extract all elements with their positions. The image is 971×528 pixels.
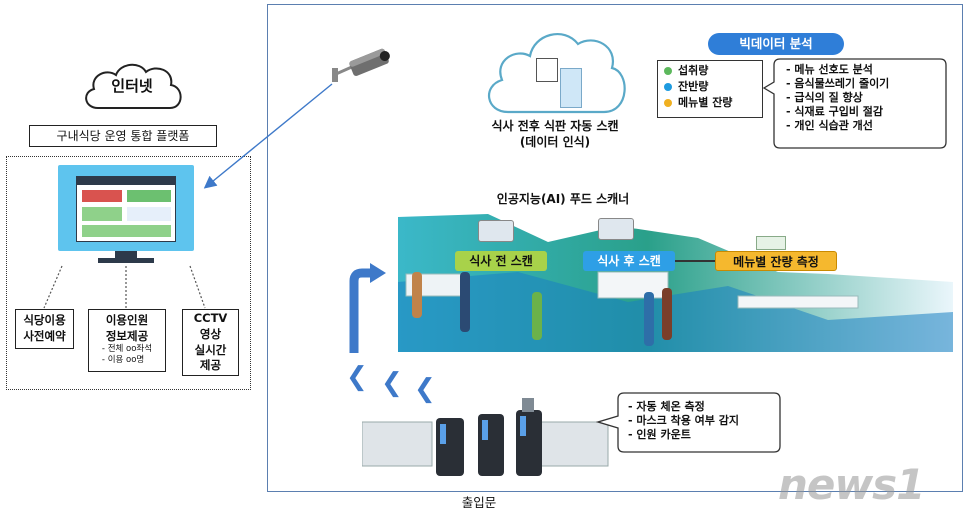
after-tray-icon: [598, 218, 634, 240]
big-data-badge-text: 빅데이터 분석: [739, 36, 813, 51]
person-figure: [662, 288, 672, 340]
server-icon: [560, 68, 582, 108]
legend-intake: 섭취량: [664, 64, 756, 78]
platform-title: 구내식당 운영 통합 플랫폼: [29, 125, 217, 147]
green-dot-icon: [664, 67, 672, 75]
chevron-left-icon: ❮: [381, 368, 403, 398]
blue-dot-icon: [664, 83, 672, 91]
benefits-callout-shape: [762, 58, 947, 149]
benefit-item: - 음식물쓰레기 줄이기: [786, 77, 890, 90]
chevron-left-icon: ❮: [346, 362, 368, 392]
orange-dot-icon: [664, 99, 672, 107]
service-cctv: CCTV 영상 실시간 제공: [182, 309, 239, 376]
big-data-badge: 빅데이터 분석: [708, 33, 844, 55]
service-connectors: [43, 265, 206, 309]
legend-menu-leftover: 메뉴별 잔량: [664, 96, 756, 110]
platform-title-text: 구내식당 운영 통합 플랫폼: [56, 128, 190, 143]
service-reservation-label: 식당이용 사전예약: [23, 313, 66, 343]
internet-cloud: 인터넷: [76, 58, 188, 120]
before-scan-tag: 식사 전 스캔: [455, 251, 547, 271]
ai-scanner-title: 인공지능(AI) 푸드 스캐너: [496, 192, 630, 206]
leftover-measure-tag: 메뉴별 잔량 측정: [715, 251, 837, 271]
gate-feature-item: - 마스크 착용 여부 감지: [628, 414, 739, 427]
system-frame: [267, 4, 963, 492]
service-occupancy-detail: - 전체 oo좌석 - 이용 oo명: [101, 344, 153, 366]
scan-caption: 식사 전후 식판 자동 스캔 (데이터 인식): [462, 118, 648, 150]
person-figure: [460, 272, 470, 332]
benefits-list: - 메뉴 선호도 분석 - 음식물쓰레기 줄이기 - 급식의 질 향상 - 식재…: [786, 63, 889, 133]
benefit-item: - 개인 식습관 개선: [786, 119, 873, 132]
service-cctv-label: CCTV 영상 실시간 제공: [193, 311, 228, 373]
monitor-icon: [58, 165, 194, 265]
gate-feature-item: - 인원 카운트: [628, 428, 691, 441]
benefit-item: - 급식의 질 향상: [786, 91, 863, 104]
legend-leftover: 잔반량: [664, 80, 756, 94]
cctv-feed-arrow: [203, 83, 333, 189]
person-figure: [644, 292, 654, 346]
scan-caption-line2: (데이터 인식): [519, 135, 591, 149]
platform-box: [6, 156, 251, 390]
news1-watermark: news1: [778, 460, 925, 509]
internet-label: 인터넷: [111, 77, 153, 95]
scan-cloud: [478, 16, 632, 120]
person-figure: [412, 272, 422, 318]
tag-connector: [675, 260, 715, 262]
service-occupancy: 이용인원 정보제공 - 전체 oo좌석 - 이용 oo명: [88, 309, 166, 372]
gate-feature-item: - 자동 체온 측정: [628, 400, 705, 413]
metrics-legend: 섭취량 잔반량 메뉴별 잔량: [657, 60, 763, 118]
cloud-icon: [85, 63, 182, 109]
after-scan-tag: 식사 후 스캔: [583, 251, 675, 271]
gate-callout-shape: [596, 392, 781, 453]
gate-feature-list: - 자동 체온 측정 - 마스크 착용 여부 감지 - 인원 카운트: [628, 400, 739, 442]
service-occupancy-label: 이용인원 정보제공: [105, 313, 149, 343]
chevron-left-icon: ❮: [414, 374, 436, 404]
leftover-scale-icon: [756, 236, 786, 250]
document-icon: [536, 58, 558, 82]
entrance-gate: [361, 398, 610, 482]
gate-label: 출입문: [447, 492, 511, 514]
scan-caption-line1: 식사 전후 식판 자동 스캔: [491, 119, 619, 133]
person-figure: [532, 292, 542, 340]
before-tray-icon: [478, 220, 514, 242]
cctv-camera-icon: [330, 48, 394, 82]
benefit-item: - 식재료 구입비 절감: [786, 105, 884, 118]
flow-up-arrow: [349, 263, 386, 353]
benefit-item: - 메뉴 선호도 분석: [786, 63, 873, 76]
service-reservation: 식당이용 사전예약: [15, 309, 74, 349]
